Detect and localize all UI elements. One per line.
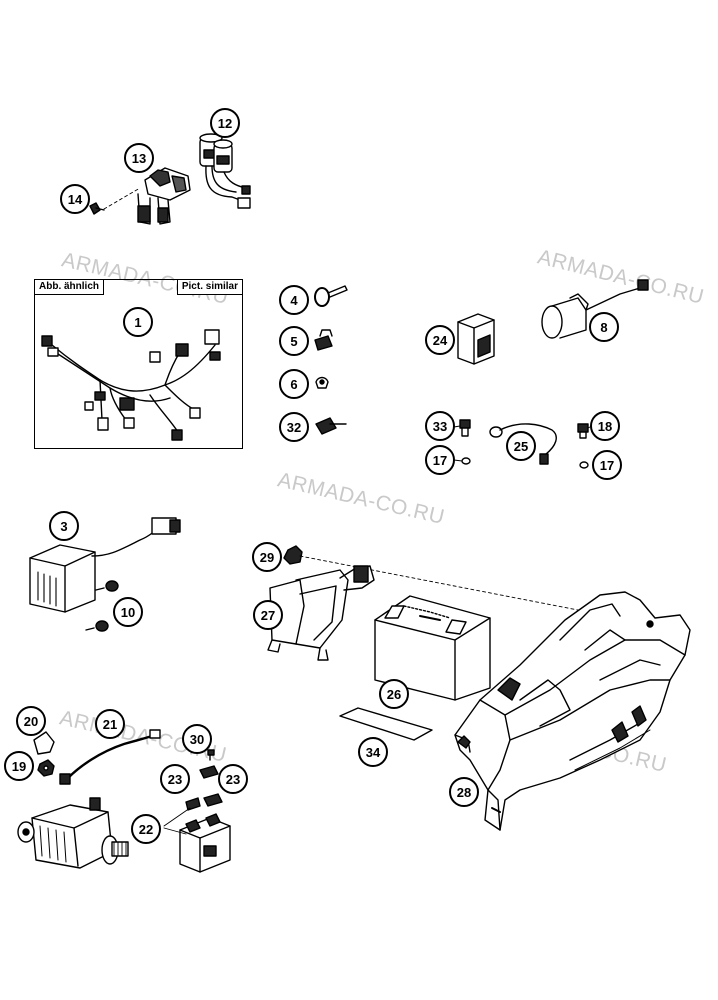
part-wiring-harness xyxy=(41,329,221,441)
part-battery xyxy=(374,595,491,701)
part-terminal-cap xyxy=(33,731,55,755)
part-fuse-22 xyxy=(185,797,201,811)
part-bolt-10a xyxy=(95,580,119,592)
callout-19[interactable]: 19 xyxy=(4,751,34,781)
callout-32[interactable]: 32 xyxy=(279,412,309,442)
part-battery-cable xyxy=(489,423,557,465)
part-ignition-switch xyxy=(199,133,251,209)
part-screw-30 xyxy=(207,749,215,761)
callout-27[interactable]: 27 xyxy=(253,600,283,630)
callout-30[interactable]: 30 xyxy=(182,724,212,754)
callout-22[interactable]: 22 xyxy=(131,814,161,844)
callout-23[interactable]: 23 xyxy=(218,764,248,794)
callout-20[interactable]: 20 xyxy=(16,706,46,736)
label-picture-similar-de: Abb. ähnlich xyxy=(35,280,104,295)
part-control-unit xyxy=(457,313,495,365)
part-screw-14 xyxy=(89,202,105,215)
callout-17[interactable]: 17 xyxy=(425,445,455,475)
callout-6[interactable]: 6 xyxy=(279,369,309,399)
part-cable-tie xyxy=(314,285,348,307)
callout-12[interactable]: 12 xyxy=(210,108,240,138)
callout-8[interactable]: 8 xyxy=(589,312,619,342)
callout-1[interactable]: 1 xyxy=(123,307,153,337)
part-nut-29 xyxy=(283,545,303,565)
part-starter-motor xyxy=(17,797,129,869)
callout-17[interactable]: 17 xyxy=(592,450,622,480)
part-bolt-10b xyxy=(85,620,109,632)
callout-23[interactable]: 23 xyxy=(160,764,190,794)
label-picture-similar-en: Pict. similar xyxy=(176,280,242,295)
callout-29[interactable]: 29 xyxy=(252,542,282,572)
part-horn xyxy=(541,279,649,339)
callout-28[interactable]: 28 xyxy=(449,777,479,807)
part-battery-holder xyxy=(267,565,375,661)
part-fuse-23a xyxy=(199,765,219,779)
part-washer-17 xyxy=(579,461,589,469)
callout-18[interactable]: 18 xyxy=(590,411,620,441)
callout-34[interactable]: 34 xyxy=(358,737,388,767)
part-clip xyxy=(315,376,329,389)
part-bolt-18 xyxy=(577,423,589,439)
callout-14[interactable]: 14 xyxy=(60,184,90,214)
part-regulator xyxy=(29,517,181,613)
callout-24[interactable]: 24 xyxy=(425,325,455,355)
callout-3[interactable]: 3 xyxy=(49,511,79,541)
callout-33[interactable]: 33 xyxy=(425,411,455,441)
part-starter-relay xyxy=(179,813,231,873)
harness-detail-box: Abb. ähnlich Pict. similar xyxy=(34,279,243,449)
callout-4[interactable]: 4 xyxy=(279,285,309,315)
part-strap-clip xyxy=(315,417,347,435)
part-rubber-pad xyxy=(339,707,433,741)
callout-13[interactable]: 13 xyxy=(124,143,154,173)
part-washer-17 xyxy=(461,457,471,465)
callout-5[interactable]: 5 xyxy=(279,326,309,356)
part-starter-cable xyxy=(59,729,161,785)
callout-21[interactable]: 21 xyxy=(95,709,125,739)
part-ignition-bracket xyxy=(137,167,191,225)
callout-10[interactable]: 10 xyxy=(113,597,143,627)
part-battery-housing xyxy=(454,591,691,831)
part-fuse-23b xyxy=(203,793,223,807)
part-nut-19 xyxy=(37,759,55,777)
part-bolt-33 xyxy=(459,419,471,437)
callout-26[interactable]: 26 xyxy=(379,679,409,709)
callout-25[interactable]: 25 xyxy=(506,431,536,461)
part-cable-holder xyxy=(314,329,333,351)
